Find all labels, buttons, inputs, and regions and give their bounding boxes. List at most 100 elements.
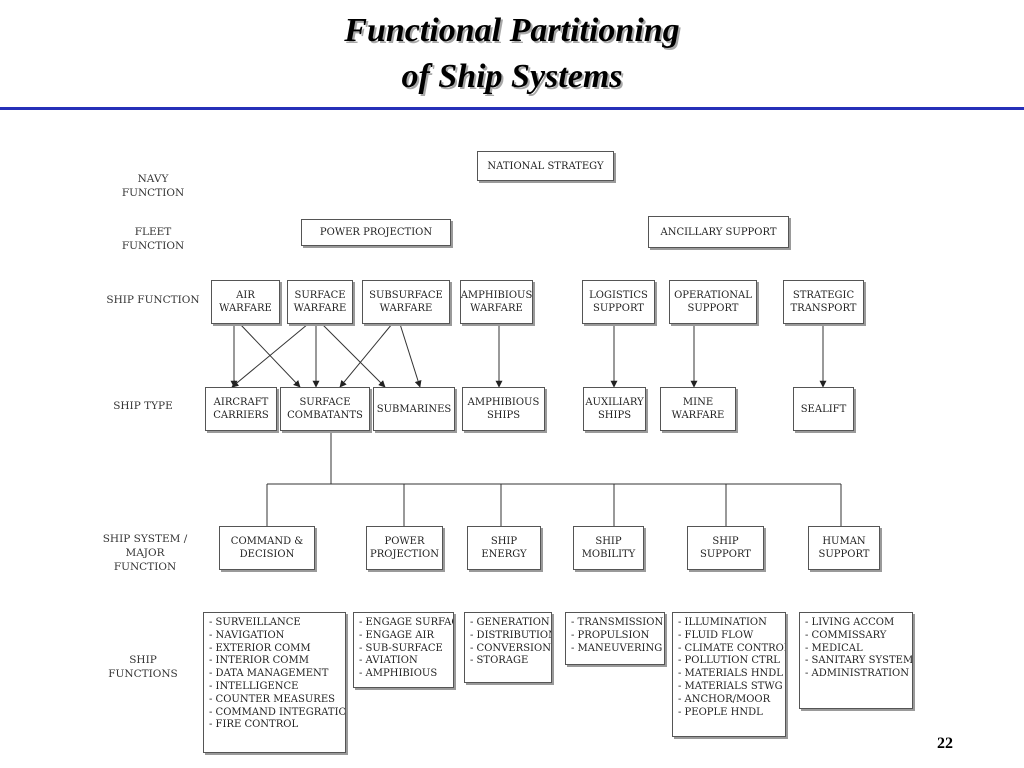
node-air-warfare: AIR WARFARE (211, 280, 280, 324)
list-item: - SANITARY SYSTEM (805, 655, 913, 667)
list-item: - ENGAGE SURFACE (359, 617, 453, 628)
node-label: POWER (384, 536, 425, 547)
node-label: SUPPORT (818, 549, 870, 560)
function-list-ship-energy: - GENERATION - DISTRIBUTION - CONVERSION… (464, 612, 552, 683)
node-label: AIRCRAFT (213, 397, 269, 408)
node-mine-warfare: MINE WARFARE (660, 387, 736, 431)
list-item: - INTERIOR COMM (209, 655, 309, 667)
list-item: - TRANSMISSION (571, 617, 664, 628)
title-rule (0, 107, 1024, 110)
page-number: 22 (937, 735, 953, 752)
row-label-text: FUNCTIONS (108, 668, 178, 680)
node-strategic-transport: STRATEGIC TRANSPORT (783, 280, 864, 324)
node-label: SUPPORT (687, 303, 739, 314)
list-item: - AMPHIBIOUS (359, 668, 438, 680)
list-item: - ADMINISTRATION (805, 668, 909, 680)
list-item: - PROPULSION (571, 629, 650, 641)
node-national-strategy: NATIONAL STRATEGY (477, 151, 614, 181)
node-label: HUMAN (822, 536, 866, 547)
node-label: SURFACE (299, 397, 351, 408)
row-label-text: FLEET (134, 226, 172, 238)
list-item: - SUB-SURFACE (359, 642, 443, 654)
node-label: WARFARE (671, 410, 725, 421)
node-label: AIR (236, 290, 255, 301)
list-item: - ILLUMINATION (678, 617, 767, 628)
list-item: - CONVERSION (470, 642, 551, 654)
node-submarines: SUBMARINES (373, 387, 455, 431)
node-power-projection-system: POWER PROJECTION (366, 526, 443, 570)
node-label: ENERGY (481, 549, 527, 560)
list-item: - MANEUVERING (571, 642, 663, 654)
node-amphibious-warfare: AMPHIBIOUS WARFARE (460, 280, 533, 324)
list-item: - COMMAND INTEGRATION (209, 706, 346, 718)
list-item: - AVIATION (359, 655, 418, 667)
node-label: SUPPORT (700, 549, 751, 560)
arrow-surface-to-submarines (321, 323, 386, 388)
list-item: - STORAGE (470, 655, 529, 667)
list-item: - MATERIALS STWG (678, 680, 783, 692)
row-label-text: MAJOR (125, 547, 165, 559)
arrow-subsurface-to-submarines (399, 323, 422, 388)
node-label: SUBSURFACE (369, 290, 443, 301)
node-label: DECISION (239, 549, 295, 560)
node-label: PROJECTION (370, 549, 439, 560)
arrow-subsurface-to-combatants (339, 323, 393, 388)
row-label-ship-type: SHIP TYPE (113, 400, 173, 412)
arrow-surface-to-carriers (231, 323, 309, 388)
list-item: - DISTRIBUTION (470, 629, 552, 641)
node-label: TRANSPORT (790, 303, 857, 314)
list-item: - COUNTER MEASURES (209, 693, 335, 705)
node-label: SURFACE (294, 290, 346, 301)
node-label: SUPPORT (593, 303, 644, 314)
node-label: CARRIERS (213, 410, 269, 421)
list-item: - PEOPLE HNDL (678, 706, 763, 718)
row-label-text: NAVY (137, 173, 169, 185)
function-list-ship-support: - ILLUMINATION - FLUID FLOW - CLIMATE CO… (672, 612, 786, 737)
row-label-ship-function: SHIP FUNCTION (106, 294, 200, 306)
row-label-text: FUNCTION (121, 240, 185, 252)
node-aircraft-carriers: AIRCRAFT CARRIERS (205, 387, 277, 431)
list-item: - POLLUTION CTRL (678, 655, 780, 667)
list-item: - ENGAGE AIR (359, 629, 434, 641)
node-label: SHIPS (597, 410, 632, 421)
node-label: SHIPS (486, 410, 521, 421)
node-ancillary-support: ANCILLARY SUPPORT (648, 216, 789, 248)
node-ship-support: SHIP SUPPORT (687, 526, 764, 570)
node-label: MINE (682, 397, 714, 408)
node-label: MOBILITY (581, 549, 636, 560)
node-label: WARFARE (293, 303, 347, 314)
node-label: SHIP (712, 536, 739, 547)
node-label: COMBATANTS (287, 410, 363, 421)
list-item: - CLIMATE CONTROL (678, 642, 786, 654)
node-surface-warfare: SURFACE WARFARE (287, 280, 353, 324)
node-label: SHIP (595, 536, 622, 547)
row-label-fleet-function: FLEET FUNCTION (110, 225, 196, 253)
row-label-text: SHIP (129, 654, 157, 666)
list-item: - FIRE CONTROL (209, 719, 299, 731)
list-item: - DATA MANAGEMENT (209, 668, 329, 680)
list-item: - MATERIALS HNDL (678, 668, 783, 680)
node-label: WARFARE (470, 303, 523, 314)
list-item: - INTELLIGENCE (209, 680, 299, 692)
row-label-text: FUNCTION (113, 561, 177, 573)
row-label-text: SHIP SYSTEM / (102, 533, 188, 545)
node-surface-combatants: SURFACE COMBATANTS (280, 387, 370, 431)
list-item: - MEDICAL (805, 642, 863, 654)
list-item: - ANCHOR/MOOR (678, 693, 771, 705)
node-label: WARFARE (219, 303, 272, 314)
row-label-ship-functions: SHIP FUNCTIONS (100, 653, 186, 681)
list-item: - LIVING ACCOM (805, 617, 895, 628)
function-list-ship-mobility: - TRANSMISSION - PROPULSION - MANEUVERIN… (565, 612, 665, 665)
node-label: STRATEGIC (792, 290, 855, 301)
list-item: - COMMISSARY (805, 629, 887, 641)
list-item: - FLUID FLOW (678, 629, 754, 641)
node-power-projection: POWER PROJECTION (301, 219, 451, 246)
row-label-navy-function: NAVY FUNCTION (110, 172, 196, 200)
node-operational-support: OPERATIONAL SUPPORT (669, 280, 757, 324)
node-label: AMPHIBIOUS (460, 290, 533, 301)
node-label: OPERATIONAL (674, 290, 752, 301)
